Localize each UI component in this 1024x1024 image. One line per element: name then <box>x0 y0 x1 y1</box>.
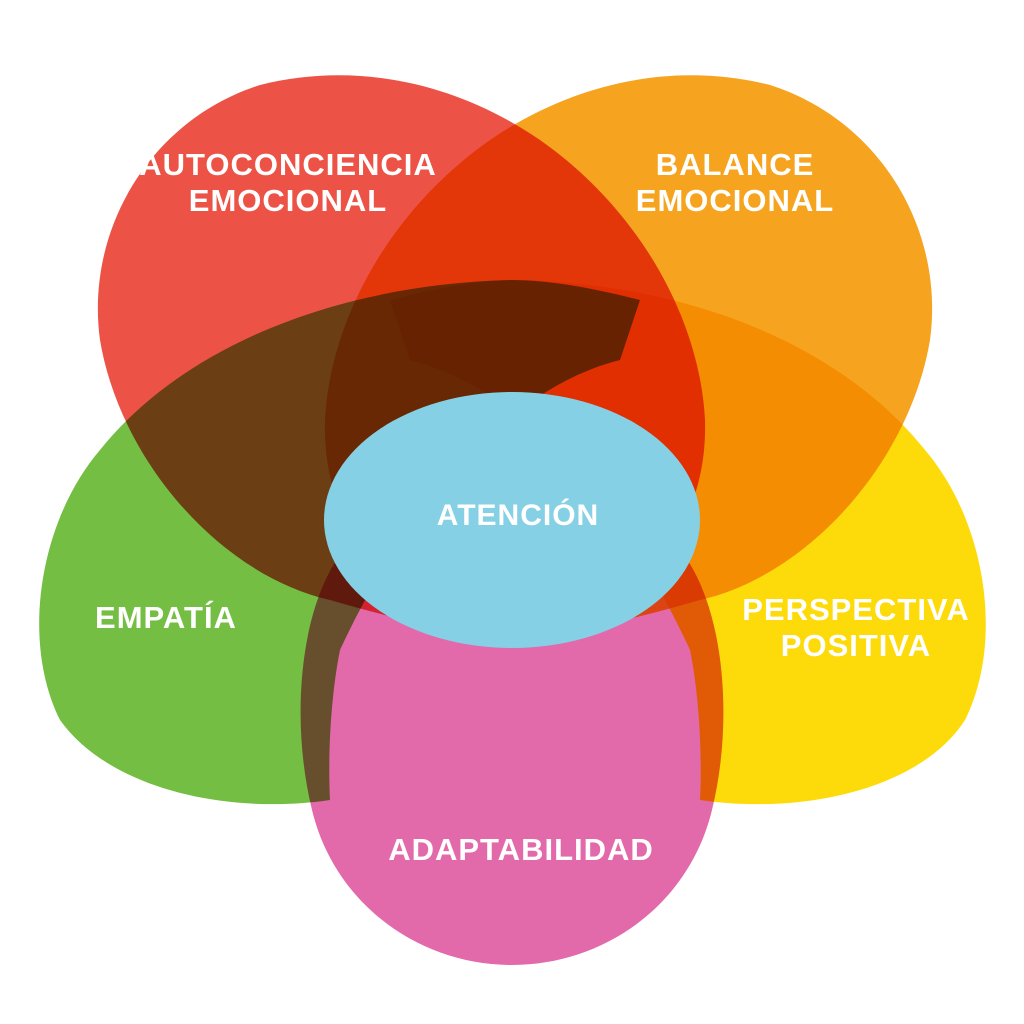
label-atencion: ATENCIÓN <box>437 498 599 532</box>
label-autoconciencia-line2: EMOCIONAL <box>189 183 387 218</box>
labels-layer: AUTOCONCIENCIA EMOCIONAL BALANCE EMOCION… <box>95 147 969 867</box>
label-perspectiva-line1: PERSPECTIVA <box>742 592 969 627</box>
label-adaptabilidad: ADAPTABILIDAD <box>388 832 654 867</box>
label-balance-line2: EMOCIONAL <box>636 183 834 218</box>
label-balance-line1: BALANCE <box>656 147 815 182</box>
label-empatia: EMPATÍA <box>95 600 237 635</box>
label-autoconciencia-line1: AUTOCONCIENCIA <box>139 147 437 182</box>
label-perspectiva-line2: POSITIVA <box>781 628 931 663</box>
center-circle-atencion <box>324 392 700 648</box>
